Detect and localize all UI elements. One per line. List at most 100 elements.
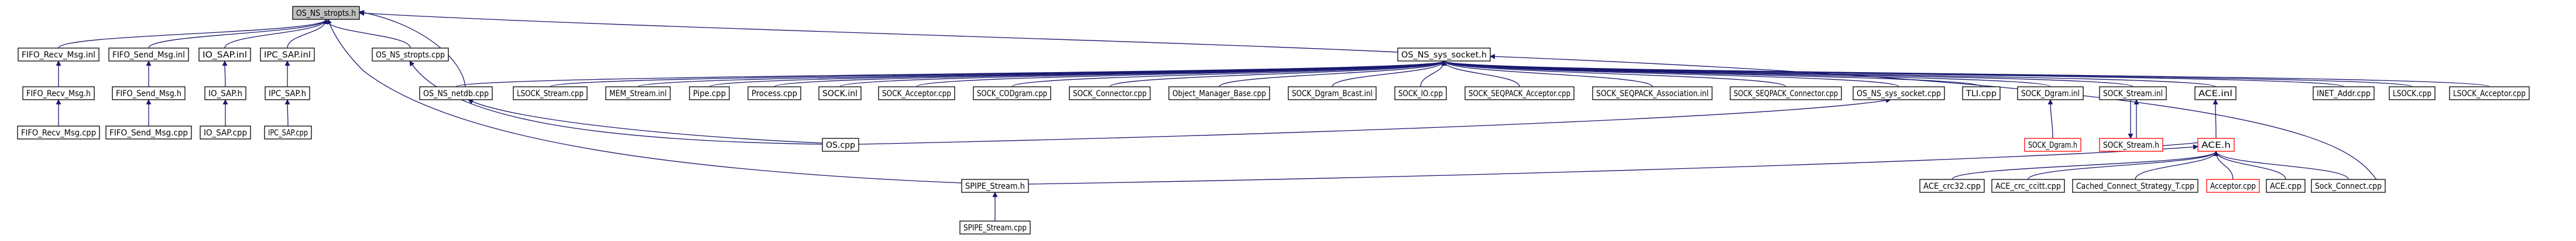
node-tli-cpp[interactable]: TLI.cpp xyxy=(1962,86,2001,100)
node-fifo-recv-inl[interactable]: FIFO_Recv_Msg.inl xyxy=(18,47,100,62)
node-box[interactable] xyxy=(372,47,449,62)
node-box[interactable] xyxy=(2449,86,2530,100)
node-box[interactable] xyxy=(260,47,315,62)
node-box[interactable] xyxy=(1397,47,1491,62)
node-inet-addr-cpp[interactable]: INET_Addr.cpp xyxy=(2313,86,2375,100)
node-box[interactable] xyxy=(747,86,801,100)
node-mem-stream-inl[interactable]: MEM_Stream.inl xyxy=(605,86,671,100)
node-sock-stream-inl[interactable]: SOCK_Stream.inl xyxy=(2099,86,2167,100)
node-box[interactable] xyxy=(2072,179,2198,193)
node-fifo-recv-cpp[interactable]: FIFO_Recv_Msg.cpp xyxy=(17,125,100,140)
node-box[interactable] xyxy=(22,86,95,100)
node-ace-cpp[interactable]: ACE.cpp xyxy=(2266,179,2306,193)
node-fifo-recv-h[interactable]: FIFO_Recv_Msg.h xyxy=(22,86,95,100)
node-box[interactable] xyxy=(2017,86,2084,100)
node-box[interactable] xyxy=(419,86,493,100)
node-box[interactable] xyxy=(200,125,251,140)
node-box[interactable] xyxy=(822,138,859,152)
node-box[interactable] xyxy=(2197,138,2235,152)
node-fifo-send-inl[interactable]: FIFO_Send_Msg.inl xyxy=(108,47,189,62)
node-box[interactable] xyxy=(1168,86,1270,100)
node-box[interactable] xyxy=(292,6,360,20)
node-sock-dgram-inl[interactable]: SOCK_Dgram.inl xyxy=(2017,86,2084,100)
node-box[interactable] xyxy=(1991,179,2065,193)
node-box[interactable] xyxy=(959,220,1031,235)
node-sock-connect-cpp[interactable]: Sock_Connect.cpp xyxy=(2311,179,2386,193)
node-sock-acceptor-cpp[interactable]: SOCK_Acceptor.cpp xyxy=(878,86,955,100)
node-box[interactable] xyxy=(1464,86,1575,100)
node-process-cpp[interactable]: Process.cpp xyxy=(747,86,801,100)
node-acceptor-cpp[interactable]: Acceptor.cpp xyxy=(2206,179,2260,193)
node-cached-connect-cpp[interactable]: Cached_Connect_Strategy_T.cpp xyxy=(2072,179,2198,193)
node-box[interactable] xyxy=(108,47,189,62)
node-io-sap-h[interactable]: IO_SAP.h xyxy=(204,86,246,100)
node-os-stropts-cpp[interactable]: OS_NS_stropts.cpp xyxy=(372,47,449,62)
node-box[interactable] xyxy=(198,47,251,62)
node-sock-connector-cpp[interactable]: SOCK_Connector.cpp xyxy=(1069,86,1151,100)
node-ace-inl[interactable]: ACE.inl xyxy=(2194,86,2237,100)
node-box[interactable] xyxy=(1394,86,1447,100)
node-box[interactable] xyxy=(878,86,955,100)
node-sock-codgram-cpp[interactable]: SOCK_CODgram.cpp xyxy=(973,86,1051,100)
node-box[interactable] xyxy=(973,86,1051,100)
node-box[interactable] xyxy=(1962,86,2001,100)
node-box[interactable] xyxy=(1288,86,1377,100)
node-box[interactable] xyxy=(961,179,1029,193)
node-sock-dgram-h[interactable]: SOCK_Dgram.h xyxy=(2024,138,2081,152)
node-box[interactable] xyxy=(513,86,588,100)
node-box[interactable] xyxy=(2024,138,2081,152)
node-lsock-acceptor-cpp[interactable]: LSOCK_Acceptor.cpp xyxy=(2449,86,2530,100)
node-box[interactable] xyxy=(2313,86,2375,100)
node-box[interactable] xyxy=(105,125,192,140)
node-box[interactable] xyxy=(2389,86,2436,100)
node-ace-h[interactable]: ACE.h xyxy=(2197,138,2235,152)
node-lsock-cpp[interactable]: LSOCK.cpp xyxy=(2389,86,2436,100)
node-box[interactable] xyxy=(689,86,730,100)
node-lsock-stream-cpp[interactable]: LSOCK_Stream.cpp xyxy=(513,86,588,100)
node-box[interactable] xyxy=(2311,179,2386,193)
node-os-sys-socket-cpp[interactable]: OS_NS_sys_socket.cpp xyxy=(1853,86,1945,100)
node-root[interactable]: OS_NS_stropts.h xyxy=(292,6,360,20)
node-seqpack-acceptor-cpp[interactable]: SOCK_SEQPACK_Acceptor.cpp xyxy=(1464,86,1575,100)
node-ace-crc32-cpp[interactable]: ACE_crc32.cpp xyxy=(1919,179,1985,193)
node-sock-stream-h[interactable]: SOCK_Stream.h xyxy=(2099,138,2163,152)
node-pipe-cpp[interactable]: Pipe.cpp xyxy=(689,86,730,100)
node-sock-dgram-bcast-inl[interactable]: SOCK_Dgram_Bcast.inl xyxy=(1288,86,1377,100)
node-fifo-send-cpp[interactable]: FIFO_Send_Msg.cpp xyxy=(105,125,192,140)
node-box[interactable] xyxy=(1592,86,1713,100)
node-box[interactable] xyxy=(1730,86,1842,100)
node-ipc-sap-h[interactable]: IPC_SAP.h xyxy=(265,86,310,100)
node-io-sap-inl[interactable]: IO_SAP.inl xyxy=(198,47,251,62)
node-ipc-sap-inl[interactable]: IPC_SAP.inl xyxy=(260,47,315,62)
node-sock-io-cpp[interactable]: SOCK_IO.cpp xyxy=(1394,86,1447,100)
node-box[interactable] xyxy=(2099,86,2167,100)
node-seqpack-connector-cpp[interactable]: SOCK_SEQPACK_Connector.cpp xyxy=(1730,86,1842,100)
node-seqpack-association-inl[interactable]: SOCK_SEQPACK_Association.inl xyxy=(1592,86,1713,100)
node-ace-crc-ccitt-cpp[interactable]: ACE_crc_ccitt.cpp xyxy=(1991,179,2065,193)
node-spipe-stream-h[interactable]: SPIPE_Stream.h xyxy=(961,179,1029,193)
node-spipe-stream-cpp[interactable]: SPIPE_Stream.cpp xyxy=(959,220,1031,235)
node-box[interactable] xyxy=(264,125,312,140)
node-box[interactable] xyxy=(1919,179,1985,193)
node-fifo-send-h[interactable]: FIFO_Send_Msg.h xyxy=(112,86,186,100)
node-io-sap-cpp[interactable]: IO_SAP.cpp xyxy=(200,125,251,140)
node-object-manager-cpp[interactable]: Object_Manager_Base.cpp xyxy=(1168,86,1270,100)
node-os-sys-socket-h[interactable]: OS_NS_sys_socket.h xyxy=(1397,47,1491,62)
node-sock-inl[interactable]: SOCK.inl xyxy=(818,86,862,100)
node-box[interactable] xyxy=(17,125,100,140)
node-box[interactable] xyxy=(2099,138,2163,152)
node-box[interactable] xyxy=(2266,179,2306,193)
node-box[interactable] xyxy=(2206,179,2260,193)
node-box[interactable] xyxy=(18,47,100,62)
node-box[interactable] xyxy=(818,86,862,100)
node-box[interactable] xyxy=(1069,86,1151,100)
node-box[interactable] xyxy=(1853,86,1945,100)
node-box[interactable] xyxy=(265,86,310,100)
node-ipc-sap-cpp[interactable]: IPC_SAP.cpp xyxy=(264,125,312,140)
node-box[interactable] xyxy=(204,86,246,100)
node-box[interactable] xyxy=(112,86,186,100)
node-box[interactable] xyxy=(605,86,671,100)
node-os-netdb-cpp[interactable]: OS_NS_netdb.cpp xyxy=(419,86,493,100)
node-os-cpp[interactable]: OS.cpp xyxy=(822,138,859,152)
node-box[interactable] xyxy=(2194,86,2237,100)
